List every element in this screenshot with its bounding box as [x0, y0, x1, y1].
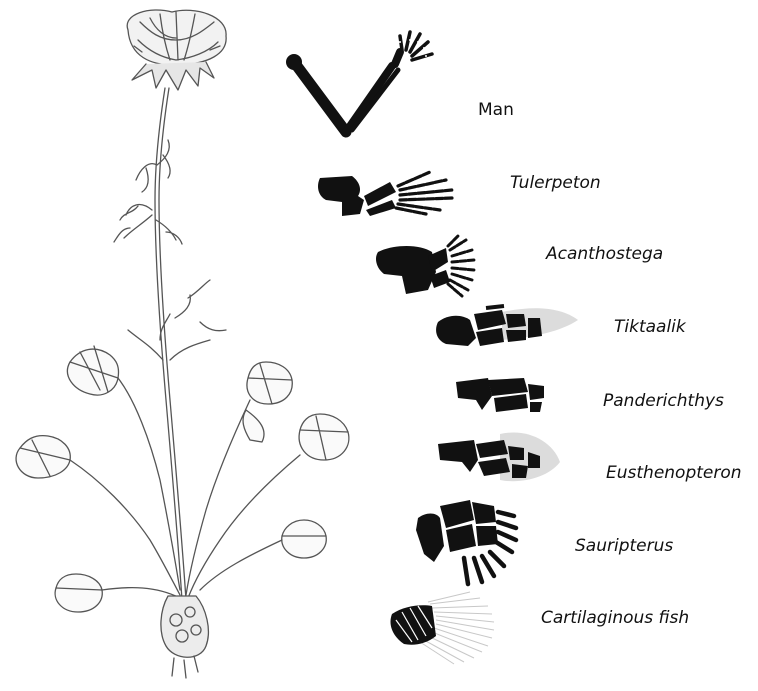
leaf-left-2	[16, 436, 70, 478]
leaf-right-3	[282, 520, 327, 558]
limb-man	[286, 32, 432, 132]
limb-cartilaginous-fish	[391, 592, 495, 664]
limb-eusthenopteron	[438, 432, 560, 481]
label-sauripterus: Sauripterus	[575, 538, 673, 555]
label-panderichthys: Panderichthys	[603, 393, 724, 410]
label-eusthenopteron: Eusthenopteron	[606, 465, 742, 482]
label-acanthostega: Acanthostega	[546, 246, 663, 263]
root-tuber	[161, 596, 208, 657]
label-tulerpeton: Tulerpeton	[510, 175, 601, 192]
leaf-left-3	[55, 574, 102, 612]
limb-panderichthys	[456, 378, 544, 412]
label-tiktaalik: Tiktaalik	[614, 319, 686, 336]
limb-sauripterus	[416, 500, 516, 584]
limb-tulerpeton	[318, 172, 452, 216]
plant-illustration	[16, 10, 349, 678]
label-man: Man	[478, 102, 514, 119]
label-cartilaginous-fish: Cartilaginous fish	[541, 610, 689, 627]
limb-tiktaalik	[436, 306, 578, 346]
leaf-left-1	[67, 349, 118, 395]
flower-head	[127, 10, 226, 90]
limb-acanthostega	[376, 236, 474, 296]
